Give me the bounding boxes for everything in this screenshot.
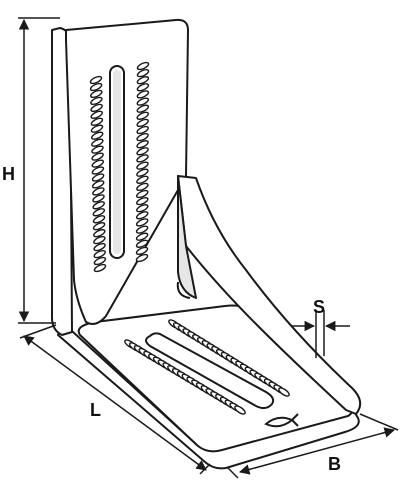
- serration-tooth: [90, 131, 104, 140]
- serration-tooth: [90, 124, 104, 133]
- serration-tooth: [136, 189, 149, 199]
- serration-tooth: [135, 232, 149, 241]
- serration-tooth: [136, 68, 150, 78]
- label-thickness: S: [313, 297, 325, 317]
- serration-tooth: [93, 256, 107, 266]
- serration-tooth: [136, 182, 149, 192]
- serration-tooth: [91, 173, 105, 182]
- serration-tooth: [93, 249, 106, 259]
- serration-tooth: [90, 103, 103, 113]
- serration-tooth: [136, 161, 149, 170]
- serration-tooth: [89, 75, 103, 85]
- serration-tooth: [92, 208, 106, 217]
- label-height: H: [2, 164, 15, 184]
- serration-tooth: [135, 239, 149, 248]
- serration-tooth: [136, 147, 149, 156]
- serration-tooth: [92, 222, 106, 231]
- serration-tooth: [91, 152, 104, 161]
- dimension-width: [227, 413, 399, 479]
- serration-tooth: [135, 253, 149, 263]
- serration-tooth: [136, 140, 149, 149]
- serration-tooth: [135, 225, 149, 234]
- serration-tooth: [91, 159, 105, 168]
- serration-tooth: [135, 218, 149, 227]
- label-length: L: [90, 400, 101, 420]
- serration-tooth: [91, 166, 105, 175]
- serration-tooth: [92, 187, 105, 196]
- serration-tooth: [136, 196, 149, 206]
- vertical-serration-left: [89, 75, 107, 273]
- serration-tooth: [136, 168, 149, 177]
- serration-tooth: [135, 246, 149, 256]
- serration-tooth: [91, 145, 104, 154]
- serration-tooth: [135, 211, 149, 220]
- vertical-serration-right: [135, 61, 150, 263]
- serration-tooth: [92, 201, 105, 210]
- base-plate: [57, 304, 360, 470]
- serration-tooth: [136, 97, 150, 106]
- base-serration-upper: [168, 319, 290, 397]
- serration-tooth: [89, 82, 103, 92]
- serration-tooth: [90, 89, 103, 99]
- serration-tooth: [91, 180, 105, 189]
- serration-tooth: [90, 110, 103, 119]
- serration-tooth: [136, 204, 149, 213]
- serration-tooth: [93, 235, 106, 245]
- serration-tooth: [136, 125, 149, 135]
- serration-tooth: [136, 76, 150, 85]
- dimension-length: [19, 324, 211, 475]
- fish-logo-icon: [264, 413, 299, 428]
- serration-tooth: [136, 90, 150, 99]
- serration-tooth: [91, 138, 104, 147]
- serration-tooth: [136, 175, 149, 184]
- serration-tooth: [136, 111, 149, 120]
- serration-tooth: [90, 117, 104, 126]
- serration-tooth: [136, 132, 149, 142]
- serration-tooth: [93, 263, 107, 273]
- label-width: B: [328, 454, 341, 474]
- serration-tooth: [136, 83, 150, 92]
- serration-tooth: [234, 405, 246, 415]
- serration-tooth: [90, 96, 103, 106]
- serration-tooth: [278, 387, 290, 397]
- serration-tooth: [93, 242, 106, 252]
- gusset-rib: [176, 175, 362, 415]
- serration-tooth: [136, 118, 149, 128]
- serration-tooth: [136, 61, 150, 71]
- dimension-height: [18, 17, 60, 324]
- serration-tooth: [136, 154, 149, 163]
- dimension-thickness: [292, 310, 350, 358]
- serration-tooth: [92, 194, 105, 203]
- serration-tooth: [136, 104, 150, 113]
- vertical-slot: [109, 65, 125, 259]
- serration-tooth: [93, 229, 106, 238]
- serration-tooth: [92, 215, 106, 224]
